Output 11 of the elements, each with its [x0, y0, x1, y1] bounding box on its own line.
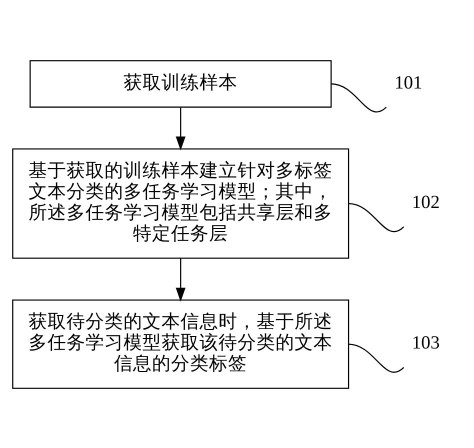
arrow [176, 258, 186, 302]
node-box: 获取待分类的文本信息时，基于所述多任务学习模型获取该待分类的文本信息的分类标签 [12, 298, 350, 388]
node-text: 102 [412, 192, 440, 212]
node-text: 101 [394, 72, 422, 93]
connector [348, 343, 404, 372]
connector [348, 202, 404, 232]
node-box: 基于获取的训练样本建立针对多标签文本分类的多任务学习模型；其中，所述多任务学习模型包括共享层和多特定任务层 [12, 148, 350, 258]
connector [331, 82, 387, 112]
node-text: 103 [412, 332, 440, 354]
node-box: 获取训练样本 [30, 60, 332, 108]
arrow [176, 107, 186, 150]
